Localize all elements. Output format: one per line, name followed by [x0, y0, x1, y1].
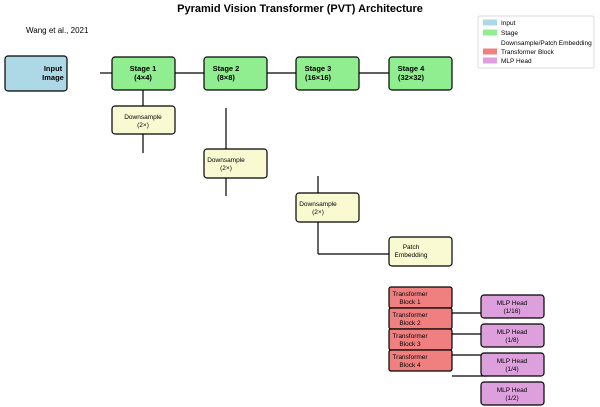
stage-1-label: Stage 1 [130, 64, 157, 73]
stage-2: Stage 2 (8×8) [203, 56, 268, 91]
stage-4-label: Stage 4 [398, 64, 426, 73]
mlp-head-1-label: MLP Head [497, 300, 528, 307]
transformer-block-1-label: Transformer [392, 291, 428, 298]
transformer-block-2-label: Transformer [392, 312, 428, 319]
legend-swatch-mlp [483, 57, 497, 64]
patch-embedding: Patch Embedding [388, 236, 453, 267]
downsample-3-box [295, 192, 360, 223]
input-node: Input Image [4, 55, 68, 92]
mlp-head-3: MLP Head (1/4) [480, 352, 545, 377]
stage-3-sublabel: (16×16) [305, 73, 332, 82]
patch-embedding-label: Patch [403, 244, 420, 251]
transformer-block-4-box [388, 349, 453, 372]
stage-2-box [203, 56, 268, 91]
input-label: Input [44, 64, 63, 73]
downsample-1-sublabel: (2×) [137, 122, 149, 129]
transformer-block-4: Transformer Block 4 [388, 349, 453, 372]
downsample-2-box [203, 148, 268, 179]
transformer-block-4-sublabel: Block 4 [399, 362, 421, 369]
mlp-head-2-sublabel: (1/8) [505, 337, 518, 344]
legend-swatch-stage [483, 29, 497, 36]
legend-label-stage: Stage [501, 30, 518, 37]
patch-embedding-box [388, 236, 453, 267]
transformer-block-2-sublabel: Block 2 [399, 320, 421, 327]
mlp-head-3-box [480, 352, 545, 377]
legend-item-transformer: Transformer Block [483, 48, 555, 56]
downsample-2-label: Downsample [207, 157, 245, 164]
legend-label-transformer: Transformer Block [501, 49, 555, 56]
legend-label-mlp: MLP Head [501, 58, 532, 65]
stage-4: Stage 4 (32×32) [388, 56, 453, 91]
transformer-block-3-sublabel: Block 3 [399, 341, 421, 348]
transformer-block-3: Transformer Block 3 [388, 328, 453, 351]
patch-embedding-sublabel: Embedding [395, 252, 428, 259]
legend-swatch-input [483, 19, 497, 26]
legend-swatch-transformer [483, 48, 497, 55]
stage-4-box [388, 56, 453, 91]
diagram-title: Pyramid Vision Transformer (PVT) Archite… [177, 3, 423, 15]
citation: Wang et al., 2021 [26, 26, 89, 35]
downsample-2-sublabel: (2×) [220, 165, 232, 172]
legend-frame [477, 15, 595, 69]
legend-item-mlp: MLP Head [483, 57, 532, 65]
mlp-head-3-sublabel: (1/4) [505, 366, 518, 373]
downsample-2: Downsample (2×) [203, 148, 268, 179]
downsample-1-label: Downsample [124, 114, 162, 121]
stage-3: Stage 3 (16×16) [295, 56, 360, 91]
legend-item-downsample: Downsample/Patch Embedding [483, 39, 592, 47]
mlp-head-3-label: MLP Head [497, 358, 528, 365]
mlp-head-2-box [480, 323, 545, 348]
transformer-block-4-label: Transformer [392, 354, 428, 361]
mlp-head-4-label: MLP Head [497, 387, 528, 394]
transformer-block-1: Transformer Block 1 [388, 286, 453, 309]
transformer-block-1-sublabel: Block 1 [399, 299, 421, 306]
legend-label-input: Input [501, 20, 516, 27]
transformer-block-2: Transformer Block 2 [388, 307, 453, 330]
downsample-3-label: Downsample [299, 201, 337, 208]
stage-3-label: Stage 3 [305, 64, 332, 73]
legend-item-input: Input [483, 19, 516, 27]
legend-label-downsample: Downsample/Patch Embedding [501, 40, 592, 47]
transformer-block-3-label: Transformer [392, 333, 428, 340]
stage-2-label: Stage 2 [213, 64, 240, 73]
stage-3-box [295, 56, 360, 91]
downsample-3: Downsample (2×) [295, 192, 360, 223]
stage-2-sublabel: (8×8) [217, 73, 235, 82]
stage-4-sublabel: (32×32) [398, 73, 425, 82]
mlp-head-4-box [480, 381, 545, 406]
downsample-1: Downsample (2×) [111, 105, 176, 135]
mlp-head-2-label: MLP Head [497, 329, 528, 336]
input-box [4, 55, 68, 92]
downsample-1-box [111, 105, 176, 135]
mlp-head-1: MLP Head (1/16) [480, 294, 545, 319]
input-sublabel: Image [42, 73, 64, 82]
mlp-head-4: MLP Head (1/2) [480, 381, 545, 406]
legend-item-stage: Stage [483, 29, 518, 37]
stage-1-sublabel: (4×4) [134, 73, 152, 82]
legend: Input Stage Downsample/Patch Embedding T… [477, 15, 595, 69]
legend-swatch-downsample [483, 39, 497, 46]
mlp-head-4-sublabel: (1/2) [505, 395, 518, 402]
mlp-head-1-sublabel: (1/16) [504, 308, 521, 315]
downsample-3-sublabel: (2×) [312, 209, 324, 216]
mlp-head-2: MLP Head (1/8) [480, 323, 545, 348]
mlp-head-1-box [480, 294, 545, 319]
stage-1: Stage 1 (4×4) [111, 56, 176, 91]
stage-1-box [111, 56, 176, 91]
